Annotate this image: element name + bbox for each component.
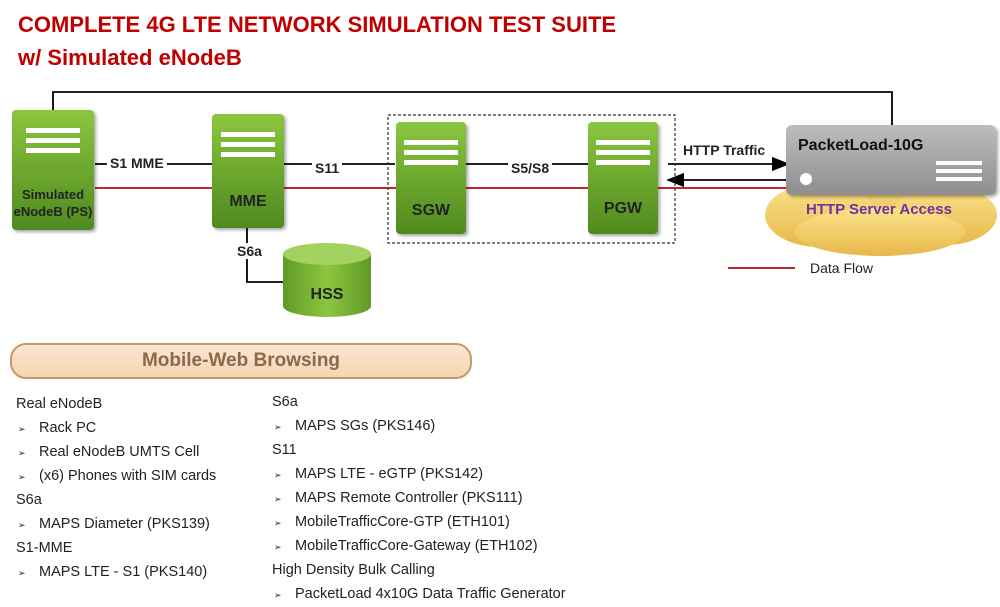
server-icon — [26, 128, 80, 158]
node-label: HSS — [310, 286, 344, 303]
list-heading: Real eNodeB — [16, 396, 103, 412]
list-heading: S6a — [16, 492, 42, 508]
page-subtitle: w/ Simulated eNodeB — [18, 45, 242, 70]
node-label: MME — [229, 193, 267, 210]
list-heading: S1-MME — [16, 540, 73, 556]
database-icon — [283, 243, 371, 317]
list-heading: S11 — [272, 442, 297, 458]
list-item: Real eNodeB UMTS Cell — [16, 440, 216, 465]
list-item: Rack PC — [16, 416, 216, 441]
device-label: PacketLoad-10G — [798, 137, 924, 154]
node-packetload: PacketLoad-10G — [786, 125, 996, 195]
list-item: MAPS Diameter (PKS139) — [16, 512, 216, 537]
equipment-list-right: S6aMAPS SGs (PKS146) S11MAPS LTE - eGTP (… — [272, 390, 566, 607]
edge-label-http-traffic: HTTP Traffic — [683, 142, 766, 158]
edge-label-s5-s8: S5/S8 — [508, 160, 553, 176]
banner-label: Mobile-Web Browsing — [141, 350, 341, 371]
vent-icon — [936, 161, 982, 181]
equipment-list-left: Real eNodeB Rack PCReal eNodeB UMTS Cell(… — [16, 392, 216, 585]
edge-label-s11: S11 — [312, 160, 343, 176]
node-hss: HSS — [282, 242, 372, 318]
node-pgw: PGW — [588, 122, 658, 234]
node-mme: MME — [212, 114, 284, 228]
control-loop-line — [52, 91, 893, 125]
list-heading: High Density Bulk Calling — [272, 562, 435, 578]
legend-label: Data Flow — [810, 260, 874, 276]
edge-label-s1-mme: S1 MME — [107, 155, 167, 171]
list-item: PacketLoad 4x10G Data Traffic Generator — [272, 582, 566, 607]
http-server-label: HTTP Server Access — [806, 201, 952, 218]
use-case-banner: Mobile-Web Browsing — [10, 343, 472, 379]
gateway-group-box — [387, 114, 676, 244]
server-icon — [404, 140, 458, 170]
server-icon — [221, 132, 275, 162]
edge-label-s6a: S6a — [234, 243, 265, 259]
list-item: MAPS LTE - eGTP (PKS142) — [272, 462, 566, 487]
page-title: COMPLETE 4G LTE NETWORK SIMULATION TEST … — [18, 12, 617, 37]
node-label: Simulated eNodeB (PS) — [13, 187, 93, 219]
power-led-icon — [800, 173, 812, 185]
node-sgw: SGW — [396, 122, 466, 234]
list-item: MAPS SGs (PKS146) — [272, 414, 566, 439]
list-item: MAPS LTE - S1 (PKS140) — [16, 560, 216, 585]
list-item: (x6) Phones with SIM cards — [16, 464, 216, 489]
node-label: SGW — [411, 202, 451, 219]
list-item: MobileTrafficCore-Gateway (ETH102) — [272, 534, 566, 559]
list-item: MAPS Remote Controller (PKS111) — [272, 486, 566, 511]
server-icon — [596, 140, 650, 170]
node-simulated-enodeb: Simulated eNodeB (PS) — [12, 110, 94, 230]
node-label: PGW — [603, 200, 643, 217]
list-item: MobileTrafficCore-GTP (ETH101) — [272, 510, 566, 535]
list-heading: S6a — [272, 394, 298, 410]
